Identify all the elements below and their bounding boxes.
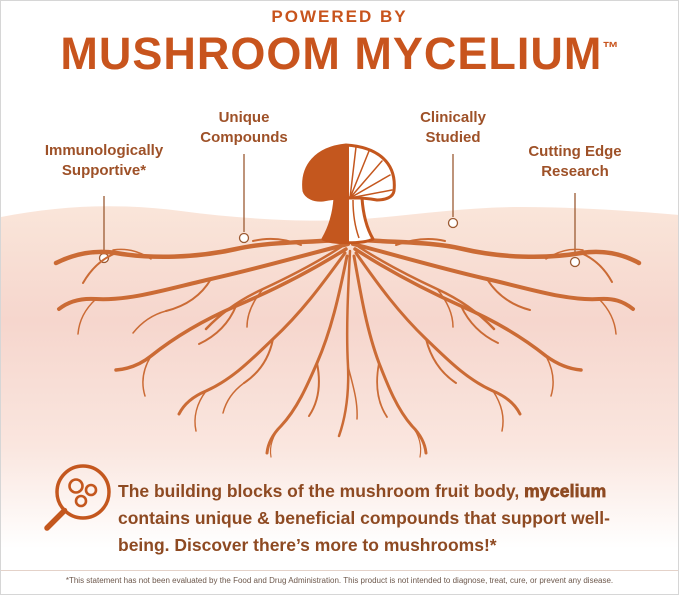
mushroom-illustration <box>302 143 396 245</box>
callout-immunologically-supportive: Immunologically Supportive* <box>19 141 189 181</box>
trademark-symbol: ™ <box>602 39 619 57</box>
callout-line: Clinically <box>420 109 486 126</box>
body-copy: The building blocks of the mushroom frui… <box>118 478 650 559</box>
callout-line: Supportive* <box>61 161 147 179</box>
callout-line: Compounds <box>200 128 288 146</box>
magnifying-glass-icon <box>44 464 111 531</box>
callout-line: Immunologically <box>44 142 164 159</box>
callout-line: Research <box>541 162 609 180</box>
spore-circles-icon <box>68 478 98 508</box>
mushroom-gills <box>349 146 393 199</box>
callout-clinically-studied: Clinically Studied <box>378 108 528 148</box>
callout-unique-compounds: Unique Compounds <box>169 108 319 148</box>
callout-cutting-edge-research: Cutting Edge Research <box>500 142 650 182</box>
body-part1: The building blocks of the mushroom frui… <box>118 480 525 501</box>
footnote-divider <box>1 570 678 571</box>
fda-disclaimer: *This statement has not been evaluated b… <box>65 576 614 585</box>
eyebrow-text: POWERED BY <box>271 7 408 26</box>
callout-line: Cutting Edge <box>528 143 622 160</box>
body-part2: contains unique & beneficial compounds t… <box>118 507 610 555</box>
body-highlight-mycelium: mycelium <box>524 480 607 501</box>
callout-line: Unique <box>218 109 270 126</box>
mycelium-roots <box>53 236 642 458</box>
callout-line: Studied <box>425 128 481 146</box>
soil-gradient-band <box>1 206 678 594</box>
title-text: MUSHROOM MYCELIUM <box>60 28 603 79</box>
page-title: MUSHROOM MYCELIUM™ <box>1 28 678 80</box>
